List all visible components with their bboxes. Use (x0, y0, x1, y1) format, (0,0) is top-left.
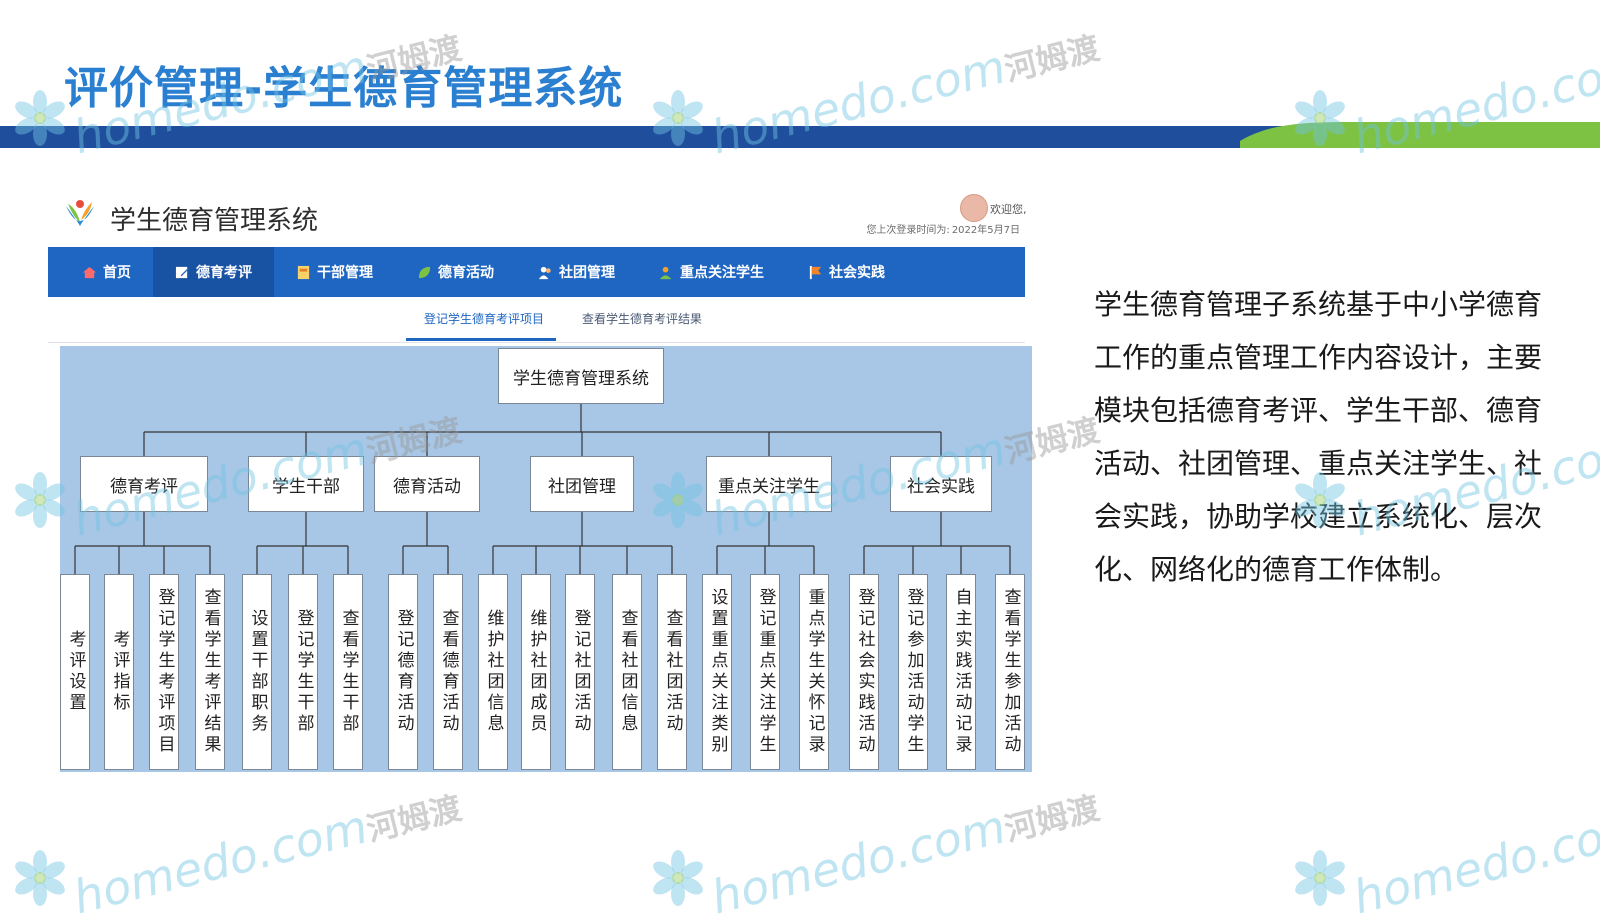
tree-leaf-node: 考评指标 (104, 574, 134, 770)
nav-home[interactable]: 首页 (48, 247, 153, 297)
tree-leaf-node: 自主实践活动记录 (946, 574, 976, 770)
tree-leaf-node: 查看德育活动 (433, 574, 463, 770)
watermark-flower-icon (10, 848, 70, 908)
tree-module-node: 学生干部 (248, 456, 364, 512)
watermark-flower-icon (648, 848, 708, 908)
tree-leaf-node: 登记社团活动 (565, 574, 595, 770)
tab-view-evaluation-results[interactable]: 查看学生德育考评结果 (582, 312, 703, 326)
nav-social-practice[interactable]: 社会实践 (786, 247, 907, 297)
active-tab-indicator (406, 338, 556, 341)
nav-label: 德育考评 (196, 265, 252, 281)
module-tree-diagram: 学生德育管理系统德育考评考评设置考评指标登记学生考评项目查看学生考评结果 学生干部… (60, 346, 1032, 772)
app-header: 学生德育管理系统 欢迎您, 您上次登录时间为:2022年5月7日 (48, 188, 1028, 246)
tree-module-node: 社团管理 (530, 456, 634, 512)
tree-leaf-node: 登记参加活动学生 (898, 574, 928, 770)
avatar[interactable] (960, 194, 988, 222)
leaf-icon (418, 266, 431, 278)
app-name: 学生德育管理系统 (110, 206, 319, 236)
tree-leaf-node: 查看学生干部 (333, 574, 363, 770)
subtab-bar: 登记学生德育考评项目 查看学生德育考评结果 (48, 298, 1025, 342)
tree-leaf-node: 登记重点关注学生 (750, 574, 780, 770)
app-logo-icon (66, 200, 94, 226)
tree-module-node: 重点关注学生 (706, 456, 832, 512)
tree-module-node: 德育考评 (80, 456, 208, 512)
tree-leaf-node: 登记学生考评项目 (149, 574, 179, 770)
nav-cadre-management[interactable]: 干部管理 (274, 247, 395, 297)
tree-leaf-node: 设置干部职务 (242, 574, 272, 770)
header-band (0, 122, 1600, 148)
nav-moral-evaluation[interactable]: 德育考评 (153, 247, 274, 297)
tree-leaf-node: 重点学生关怀记录 (799, 574, 829, 770)
last-login-info: 您上次登录时间为:2022年5月7日 (864, 221, 1020, 236)
tree-leaf-node: 考评设置 (60, 574, 90, 770)
tree-leaf-node: 设置重点关注类别 (702, 574, 732, 770)
edit-icon (175, 266, 190, 278)
home-icon (82, 266, 97, 278)
slide-title: 评价管理-学生德育管理系统 (64, 63, 624, 114)
tree-leaf-node: 查看社团信息 (612, 574, 642, 770)
content-divider (48, 342, 1025, 343)
tree-leaf-node: 登记社会实践活动 (849, 574, 879, 770)
tab-register-evaluation[interactable]: 登记学生德育考评项目 (424, 312, 545, 326)
tree-root-node: 学生德育管理系统 (498, 348, 664, 404)
tree-leaf-node: 登记德育活动 (388, 574, 418, 770)
nav-club-management[interactable]: 社团管理 (516, 247, 637, 297)
last-login-date: 2022年5月7日 (951, 225, 1020, 236)
nav-key-students[interactable]: 重点关注学生 (637, 247, 786, 297)
tree-leaf-node: 查看学生考评结果 (195, 574, 225, 770)
nav-label: 重点关注学生 (680, 265, 764, 281)
watermark-text: homedo.com河姆渡 (1348, 799, 1600, 924)
nav-label: 社会实践 (829, 265, 885, 281)
main-navbar: 首页 德育考评 干部管理 德育活动 社团管理 重点关注学生 社会实践 (48, 247, 1025, 297)
tree-module-node: 社会实践 (890, 456, 992, 512)
nav-moral-activity[interactable]: 德育活动 (395, 247, 516, 297)
watermark-text: homedo.com河姆渡 (706, 788, 1104, 924)
nav-label: 干部管理 (317, 265, 373, 281)
nav-label: 社团管理 (559, 265, 615, 281)
watermark-text: homedo.com河姆渡 (68, 788, 466, 924)
tree-leaf-node: 查看学生参加活动 (995, 574, 1025, 770)
welcome-text: 欢迎您, (990, 203, 1027, 216)
tree-leaf-node: 维护社团信息 (478, 574, 508, 770)
nav-label: 德育活动 (438, 265, 494, 281)
tree-connector-lines (74, 404, 1011, 574)
nav-label: 首页 (103, 265, 131, 281)
tree-leaf-node: 登记学生干部 (288, 574, 318, 770)
badge-icon (297, 265, 310, 279)
watermark-flower-icon (1290, 848, 1350, 908)
user-focus-icon (659, 266, 672, 279)
tree-leaf-node: 维护社团成员 (521, 574, 551, 770)
description-text: 学生德育管理子系统基于中小学德育工作的重点管理工作内容设计，主要模块包括德育考评… (1094, 288, 1543, 586)
group-icon (538, 266, 551, 279)
tree-module-node: 德育活动 (374, 456, 480, 512)
tree-leaf-node: 查看社团活动 (657, 574, 687, 770)
last-login-label: 您上次登录时间为: (866, 225, 950, 236)
flag-icon (809, 265, 822, 279)
